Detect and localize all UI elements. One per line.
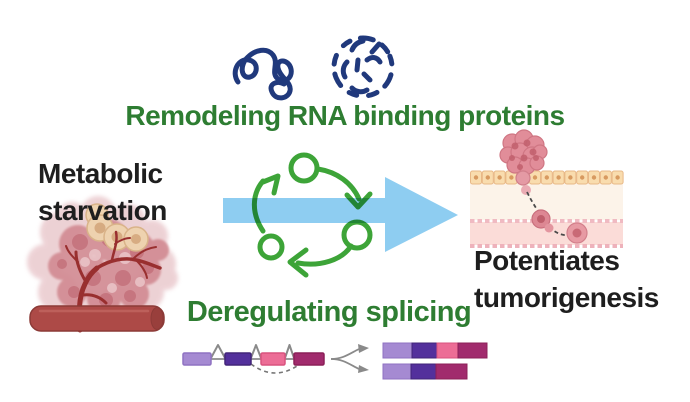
budding-cell bbox=[521, 185, 531, 195]
tissue-illustration bbox=[470, 129, 624, 248]
isoform-bar-full bbox=[382, 342, 488, 359]
splicing-diagram bbox=[182, 342, 488, 380]
epithelium-layer bbox=[470, 170, 624, 185]
remodeled-protein-icon bbox=[331, 35, 395, 99]
potentiates-tumorigenesis-label: Potentiates tumorigenesis bbox=[474, 245, 659, 313]
branch-arrows-icon bbox=[330, 344, 369, 373]
tumor-cluster-icon bbox=[499, 129, 548, 175]
top-title: Remodeling RNA binding proteins bbox=[125, 100, 565, 131]
remodeling-cycle-icon bbox=[251, 152, 373, 278]
invading-cells bbox=[531, 209, 588, 244]
tumor-illustration bbox=[27, 196, 178, 333]
metabolic-starvation-label: Metabolic starvation bbox=[38, 158, 167, 226]
penetrating-cell bbox=[515, 170, 531, 186]
folded-protein-icon bbox=[232, 47, 294, 101]
tumor-cluster-nuclei bbox=[509, 139, 539, 170]
exon-skip-arc bbox=[250, 363, 301, 374]
isoform-bar-skipped bbox=[382, 363, 468, 380]
bottom-title: Deregulating splicing bbox=[186, 296, 472, 328]
blood-vessel-icon bbox=[29, 305, 165, 332]
vasculature-tree-icon bbox=[65, 230, 162, 333]
pre-mrna-exons bbox=[182, 352, 325, 366]
progression-arrow-icon bbox=[223, 177, 458, 252]
intron-carets bbox=[210, 344, 295, 359]
